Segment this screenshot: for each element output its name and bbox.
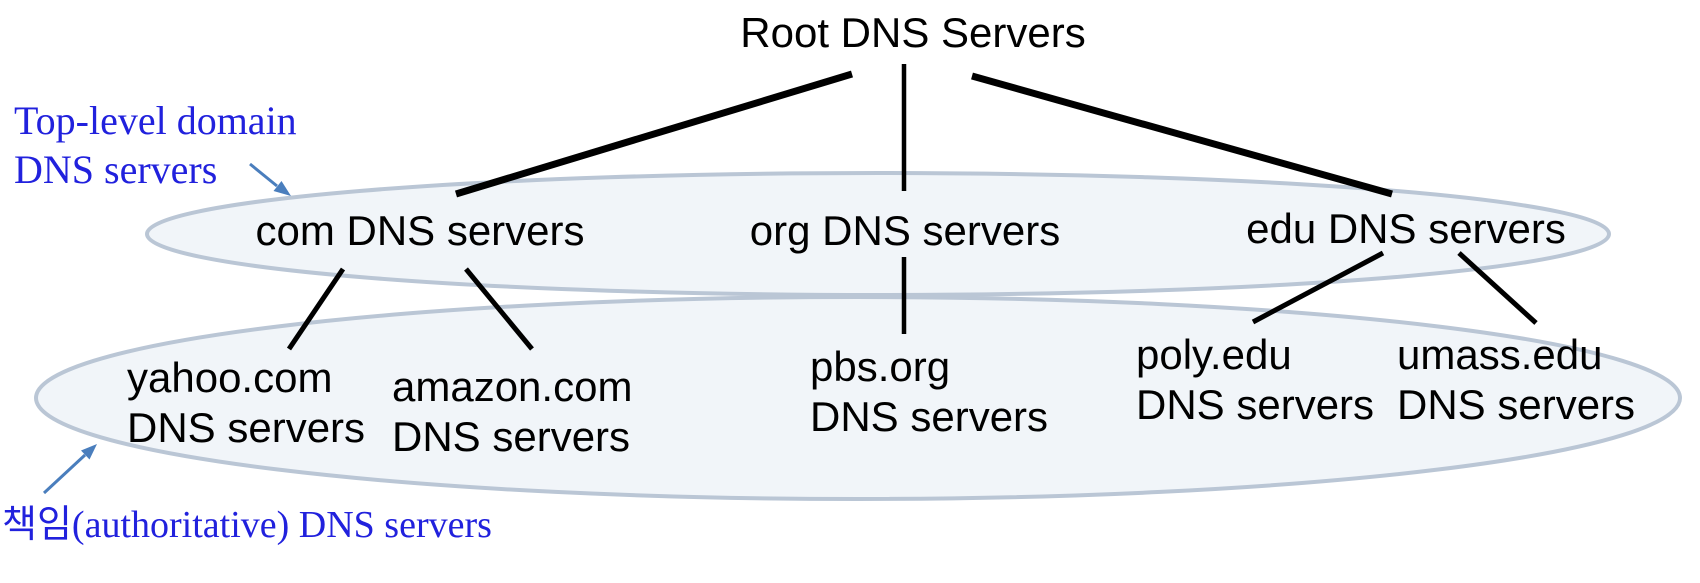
umass-dns-node-label: umass.edu DNS servers	[1397, 330, 1635, 430]
poly-dns-node-line2: DNS servers	[1136, 381, 1375, 428]
pbs-dns-node-line2: DNS servers	[810, 393, 1049, 440]
yahoo-dns-node-line2: DNS servers	[127, 404, 366, 451]
down-right-arrow-icon	[249, 162, 291, 196]
umass-dns-node-line2: DNS servers	[1397, 381, 1636, 428]
com-dns-node-label: com DNS servers	[255, 207, 585, 254]
tld-ellipse-fill	[147, 173, 1609, 295]
org-dns-node-label: org DNS servers	[749, 207, 1061, 254]
pbs-dns-node-label: pbs.org DNS servers	[810, 342, 1048, 442]
amazon-dns-node-line2: DNS servers	[392, 413, 631, 460]
amazon-dns-node-label: amazon.com DNS servers	[392, 362, 632, 462]
edge-edu-poly	[1251, 250, 1385, 325]
authoritative-ellipse	[34, 295, 1682, 501]
edge-com-yahoo	[286, 267, 346, 351]
edge-root-com	[454, 70, 854, 198]
poly-dns-node-label: poly.edu DNS servers	[1136, 330, 1374, 430]
top-level-domain-annotation: Top-level domain DNS servers	[14, 96, 297, 194]
root-dns-node-label: Root DNS Servers	[740, 9, 1086, 56]
up-right-arrow-icon	[42, 444, 97, 495]
pbs-dns-node-line1: pbs.org	[810, 343, 951, 390]
tld-ellipse	[145, 171, 1611, 297]
authoritative-annotation: 책임(authoritative) DNS servers	[2, 504, 492, 546]
edge-com-amazon	[464, 267, 534, 351]
top-level-domain-annotation-line2: DNS servers	[14, 147, 218, 192]
yahoo-dns-node-label: yahoo.com DNS servers	[127, 353, 365, 453]
top-level-domain-annotation-line1: Top-level domain	[14, 98, 297, 143]
edge-root-edu	[971, 72, 1393, 198]
authoritative-ellipse-fill	[36, 297, 1680, 499]
poly-dns-node-line1: poly.edu	[1136, 331, 1292, 378]
edge-edu-umass	[1457, 251, 1538, 325]
yahoo-dns-node-line1: yahoo.com	[127, 354, 333, 401]
umass-dns-node-line1: umass.edu	[1397, 331, 1603, 378]
edu-dns-node-label: edu DNS servers	[1246, 205, 1566, 252]
amazon-dns-node-line1: amazon.com	[392, 363, 633, 410]
